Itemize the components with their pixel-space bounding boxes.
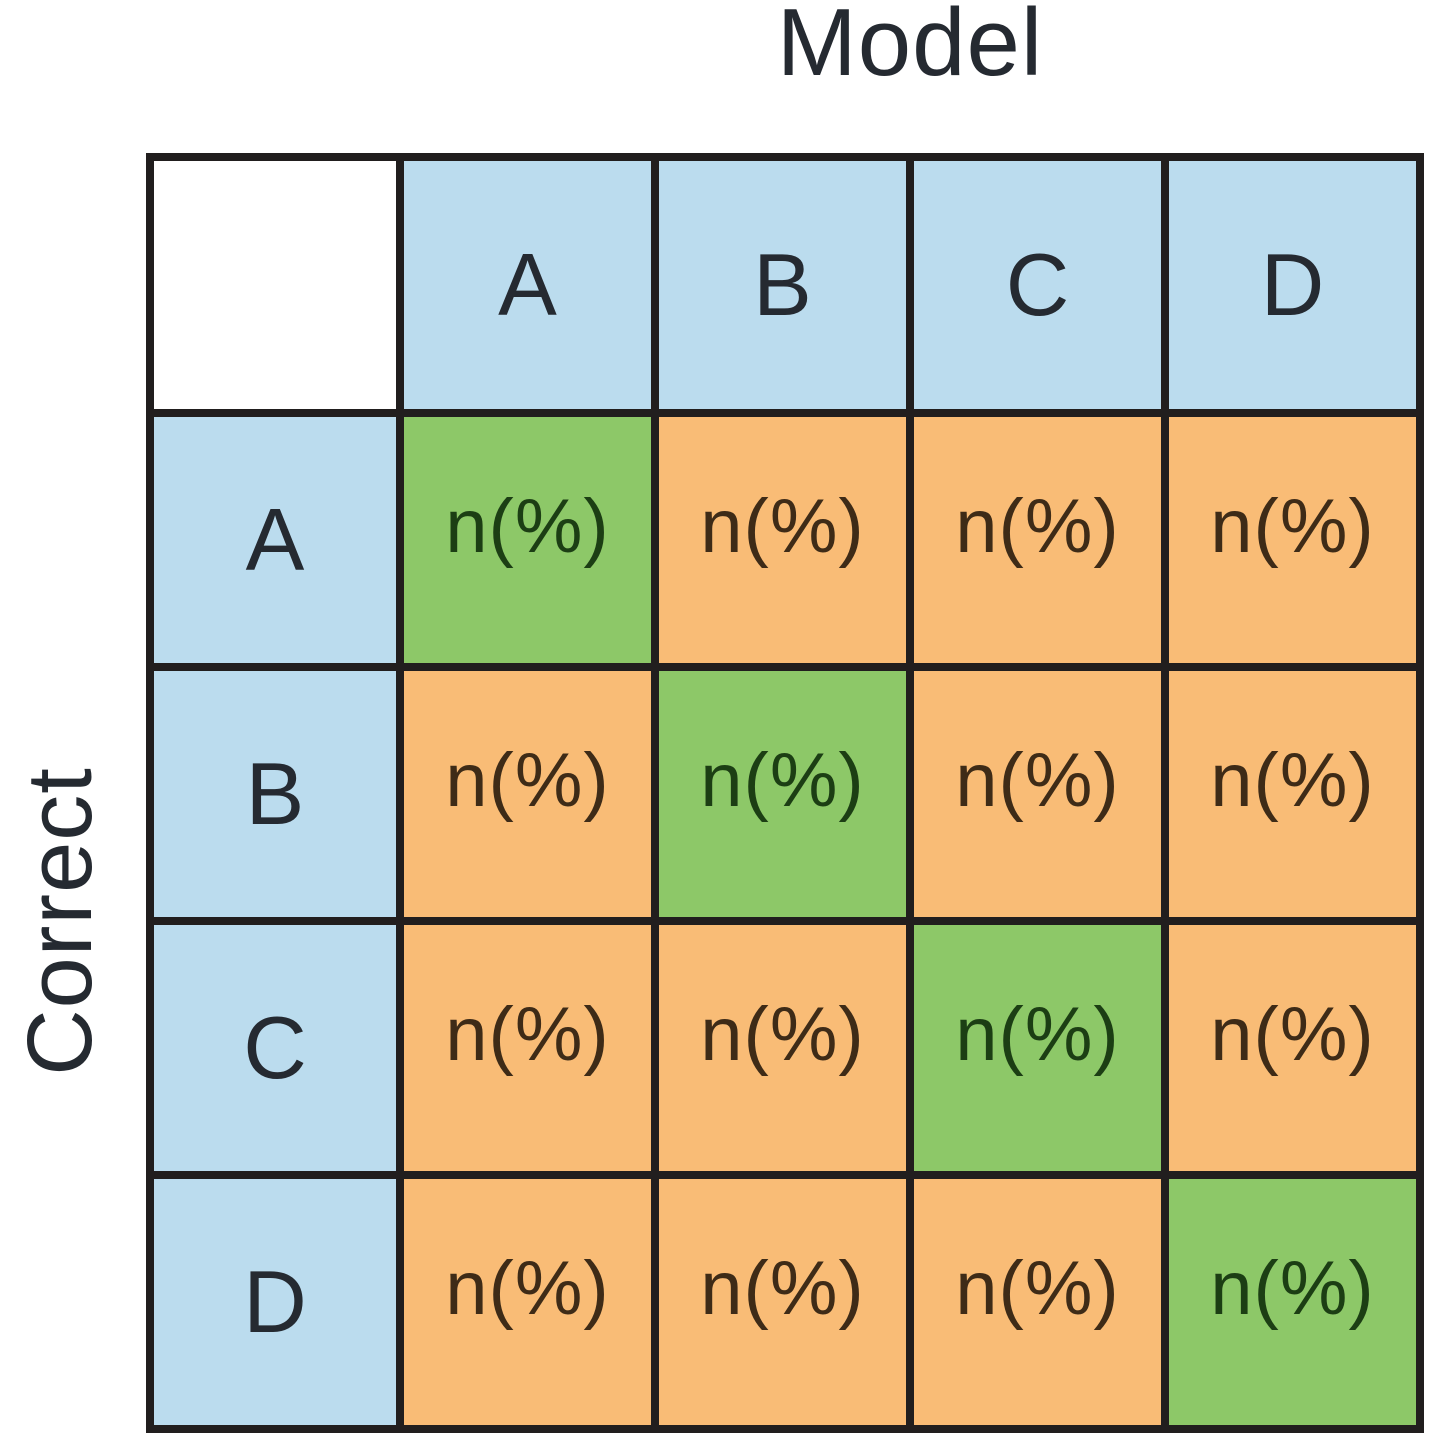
- col-header-c: C: [906, 153, 1169, 417]
- cell-a-a: n(%): [396, 409, 659, 671]
- cell-b-a: n(%): [396, 663, 659, 925]
- row-header-a: A: [146, 409, 404, 671]
- table-row: A n(%) n(%) n(%) n(%): [146, 409, 1424, 671]
- col-header-b: B: [651, 153, 914, 417]
- row-header-d: D: [146, 1171, 404, 1433]
- cell-a-d: n(%): [1161, 409, 1424, 671]
- cell-d-d: n(%): [1161, 1171, 1424, 1433]
- cell-c-a: n(%): [396, 917, 659, 1179]
- col-header-d: D: [1161, 153, 1424, 417]
- cell-b-c: n(%): [906, 663, 1169, 925]
- row-header-b: B: [146, 663, 404, 925]
- cell-b-b: n(%): [651, 663, 914, 925]
- confusion-matrix-table: A B C D A n(%) n(%) n(%) n(%) B n(%) n(%…: [146, 153, 1424, 1433]
- cell-b-d: n(%): [1161, 663, 1424, 925]
- y-axis-title-box: Correct: [0, 413, 120, 1429]
- cell-c-c: n(%): [906, 917, 1169, 1179]
- cell-a-b: n(%): [651, 409, 914, 671]
- cell-d-c: n(%): [906, 1171, 1169, 1433]
- row-header-c: C: [146, 917, 404, 1179]
- cell-c-d: n(%): [1161, 917, 1424, 1179]
- cell-d-b: n(%): [651, 1171, 914, 1433]
- table-row: D n(%) n(%) n(%) n(%): [146, 1171, 1424, 1433]
- table-row: B n(%) n(%) n(%) n(%): [146, 663, 1424, 925]
- cell-d-a: n(%): [396, 1171, 659, 1433]
- table-row: C n(%) n(%) n(%) n(%): [146, 917, 1424, 1179]
- cell-a-c: n(%): [906, 409, 1169, 671]
- col-header-a: A: [396, 153, 659, 417]
- y-axis-title: Correct: [8, 766, 111, 1076]
- x-axis-title: Model: [776, 0, 1044, 96]
- corner-spacer: [146, 153, 404, 417]
- column-header-row: A B C D: [146, 153, 1424, 417]
- cell-c-b: n(%): [651, 917, 914, 1179]
